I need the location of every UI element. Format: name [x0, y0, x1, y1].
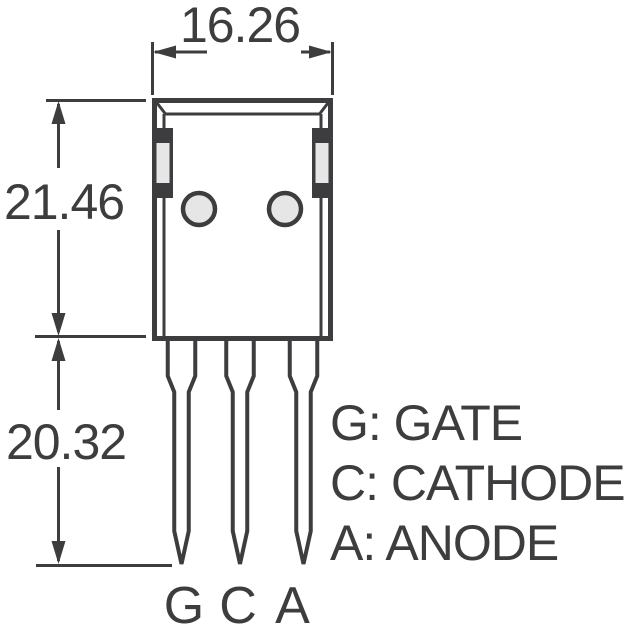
mounting-hole-left: [180, 190, 218, 228]
arrowhead-lead-down: [51, 541, 66, 564]
lead-cathode: [224, 337, 256, 565]
dimension-lead-length: 20.32: [6, 338, 172, 567]
package-body: [152, 98, 333, 341]
legend-cathode: C: CATHODE: [330, 455, 625, 511]
legend-gate: G: GATE: [330, 395, 522, 451]
side-notch-left-groove: [156, 143, 170, 183]
pin-label-g: G: [164, 577, 204, 635]
pin-label-a: A: [275, 577, 310, 635]
arrowhead-lead-up: [51, 338, 66, 361]
side-notch-left: [153, 128, 173, 198]
pin-labels: G C A: [164, 577, 310, 635]
dimension-lead-length-label: 20.32: [6, 414, 126, 470]
arrowhead-width-right: [309, 45, 332, 59]
arrowhead-body-up: [51, 101, 66, 124]
pin-label-c: C: [219, 577, 257, 635]
arrowhead-width-left: [153, 45, 176, 59]
side-notch-right-groove: [315, 143, 329, 183]
pin-legend: G: GATE C: CATHODE A: ANODE: [330, 395, 626, 571]
package-outline: [152, 98, 333, 341]
lead-gate: [165, 337, 198, 565]
leads: [165, 337, 320, 565]
legend-anode: A: ANODE: [330, 515, 558, 571]
dimension-width: 16.26: [151, 0, 334, 95]
lead-anode: [287, 337, 320, 565]
dimension-width-label: 16.26: [180, 0, 300, 53]
dimension-body-height: 21.46: [4, 99, 146, 338]
dimension-body-height-label: 21.46: [4, 174, 124, 230]
package-bevel: [155, 102, 330, 116]
arrowhead-body-down: [51, 313, 66, 336]
mounting-hole-right: [266, 190, 304, 228]
side-notch-right: [312, 128, 332, 198]
